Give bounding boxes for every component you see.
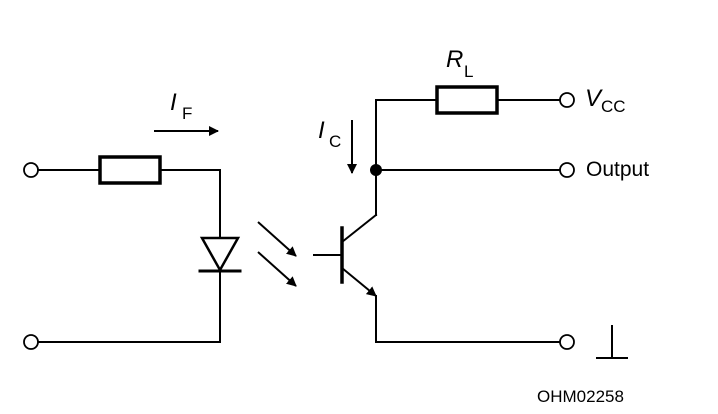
output-label: Output [586, 158, 649, 181]
forward-current-label: I [170, 89, 177, 116]
transistor-emitter-leg [341, 267, 377, 297]
collector-current-indicator: I C [318, 117, 357, 174]
collector-current-label: I [318, 117, 325, 144]
ground-terminal [559, 334, 575, 350]
ground-symbol [596, 325, 628, 359]
input-terminal-bottom [23, 334, 39, 350]
transistor-collector-leg [340, 213, 378, 244]
input-terminal-top [23, 162, 39, 178]
drawing-code: OHM02258 [537, 387, 624, 406]
light-arrow-lower [257, 251, 297, 287]
output-terminal [559, 162, 575, 178]
light-arrow-upper [257, 221, 297, 257]
load-resistor-subscript: L [464, 62, 473, 81]
output-junction-dot [370, 164, 382, 176]
supply-label: V [585, 85, 603, 112]
forward-current-subscript: F [182, 104, 192, 123]
load-resistor-label: R [446, 46, 463, 73]
light-emission-arrows [257, 221, 297, 287]
led-diode-triangle [199, 236, 241, 273]
vcc-terminal [559, 92, 575, 108]
collector-current-subscript: C [329, 132, 341, 151]
load-resistor-label-group: R L [446, 46, 473, 81]
input-circuit [23, 155, 242, 350]
forward-current-indicator: I F [154, 89, 219, 136]
supply-subscript: CC [601, 97, 626, 116]
load-resistor [435, 85, 499, 115]
output-circuit [313, 85, 628, 359]
input-resistor [98, 155, 162, 185]
supply-label-group: V CC [585, 85, 626, 116]
